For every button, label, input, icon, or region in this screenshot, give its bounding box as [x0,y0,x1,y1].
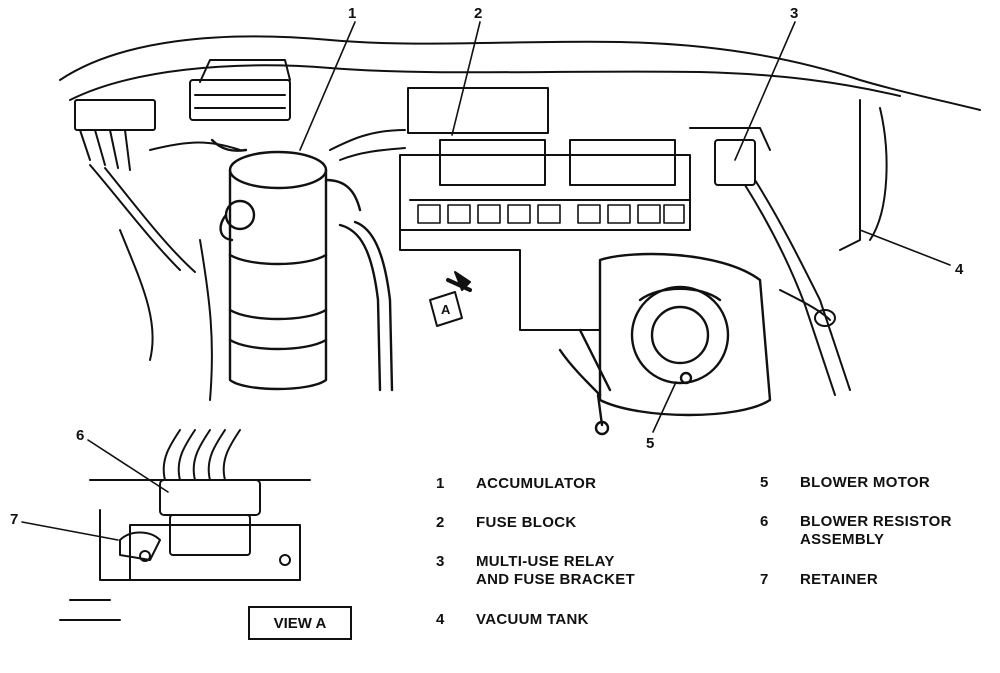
left-harness [74,59,291,401]
callout-5: 5 [646,435,655,452]
view-a-inset [59,429,311,621]
leader-lines [21,21,951,541]
legend-text: BLOWER MOTOR [800,474,930,491]
legend-number: 5 [760,474,769,491]
blower-motor [558,252,772,436]
legend-number: 4 [436,611,445,628]
callout-1: 1 [348,5,357,22]
legend-number: 3 [436,553,445,570]
callout-6: 6 [76,427,85,444]
legend-text: RETAINER [800,571,878,588]
legend-text: MULTI-USE RELAY AND FUSE BRACKET [476,553,635,588]
legend-text: VACUUM TANK [476,611,589,628]
accumulator [210,138,394,392]
legend-text: ACCUMULATOR [476,475,597,492]
legend-number: 1 [436,475,445,492]
legend-number: 7 [760,571,769,588]
view-a-label: VIEW A [248,606,352,640]
relay-bracket [689,127,851,396]
fuse-block [329,87,691,331]
legend-text: BLOWER RESISTOR ASSEMBLY [800,513,952,548]
legend-number: 2 [436,514,445,531]
callout-4: 4 [955,261,964,278]
legend-text: FUSE BLOCK [476,514,577,531]
callout-7: 7 [10,511,19,528]
callout-3: 3 [790,5,799,22]
callout-2: 2 [474,5,483,22]
cowl-outline [59,35,981,251]
legend-number: 6 [760,513,769,530]
view-a-marker [429,271,472,327]
view-a-marker-label: A [441,302,451,317]
